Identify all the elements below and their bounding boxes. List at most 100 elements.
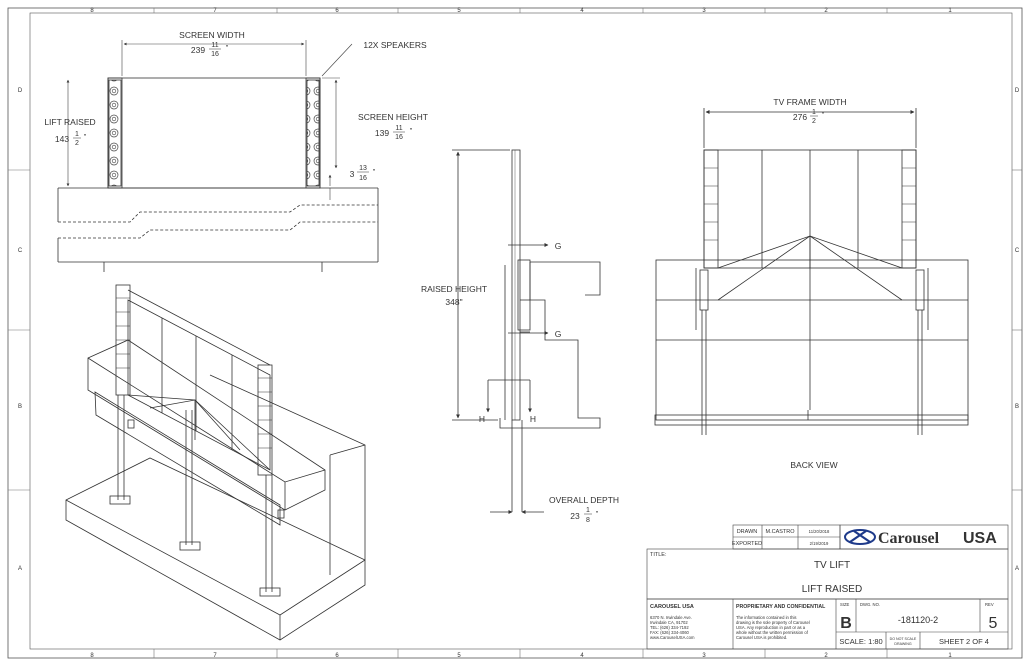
- zone-top-5: 4: [580, 8, 584, 14]
- donot-scale-line1: DO NOT SCALE: [890, 637, 917, 641]
- offset-unit: ": [373, 169, 376, 176]
- lift-raised-num: 1: [75, 131, 79, 138]
- rev-label: REV: [985, 602, 994, 607]
- overall-depth-unit: ": [596, 511, 599, 518]
- exported-label: EXPORTED: [732, 541, 762, 547]
- offset-whole: 3: [350, 169, 355, 179]
- company-address2: Irwindale CA, 91702: [650, 620, 688, 625]
- screen-width-unit: ": [226, 45, 229, 52]
- zone-bottom-2: 7: [213, 653, 217, 659]
- speakers-label: 12X SPEAKERS: [363, 40, 427, 50]
- zone-bottom-7: 2: [824, 653, 828, 659]
- zone-top-4: 5: [457, 8, 461, 14]
- proprietary-line3: USA. Any reproduction in part or as a: [736, 625, 806, 630]
- company-address1: 6370 N. Irwindale Ave.: [650, 615, 692, 620]
- screen-width-den: 16: [211, 51, 219, 58]
- screen-width-num: 11: [211, 42, 218, 49]
- scale-text: SCALE: 1:80: [839, 637, 882, 646]
- zone-top-1: 8: [90, 8, 94, 14]
- frame-width-den: 2: [812, 118, 816, 125]
- overall-depth-den: 8: [586, 517, 590, 524]
- isometric-view: [65, 284, 366, 641]
- sheet-border: [7, 7, 1023, 659]
- screen-height-unit: ": [410, 128, 413, 135]
- screen-height-den: 16: [395, 134, 403, 141]
- rev-value: 5: [989, 615, 998, 632]
- lift-raised-unit: ": [84, 134, 87, 141]
- logo-brand: Carousel: [878, 530, 940, 547]
- lift-raised-whole: 143: [55, 134, 69, 144]
- back-view-caption: BACK VIEW: [790, 460, 837, 470]
- title-line1: TV LIFT: [814, 560, 850, 571]
- title-label: TITLE:: [650, 552, 667, 558]
- drawn-label: DRAWN: [737, 529, 758, 535]
- overall-depth-num: 1: [586, 507, 590, 514]
- zone-left-4: A: [18, 566, 22, 572]
- zone-bottom-3: 6: [335, 653, 339, 659]
- proprietary-line2: drawing is the sole property of Carousel: [736, 620, 810, 625]
- zone-top-2: 7: [213, 8, 217, 14]
- section-h-left: H: [479, 414, 485, 424]
- dwg-label: DWG. NO.: [860, 602, 880, 607]
- screen-height-whole: 139: [375, 128, 389, 138]
- zone-bottom-6: 3: [702, 653, 706, 659]
- title-line2: LIFT RAISED: [802, 584, 862, 595]
- logo-suffix: USA: [963, 530, 997, 547]
- section-h-right: H: [530, 414, 536, 424]
- zone-top-6: 3: [702, 8, 706, 14]
- company-tel: TEL: (626) 334-7192: [650, 625, 689, 630]
- lift-raised-label: LIFT RAISED: [44, 117, 95, 127]
- raised-height-value: 348": [445, 297, 462, 307]
- title-block: DRAWN M.CASTRO 11/20/2018 EXPORTED 2/19/…: [646, 524, 1009, 650]
- zone-dividers: [8, 8, 1022, 658]
- overall-depth-whole: 23: [570, 511, 580, 521]
- section-g-bottom: G: [555, 329, 562, 339]
- dwg-value: -181120-2: [898, 615, 938, 625]
- carousel-logo-icon: [844, 529, 876, 545]
- screen-width-whole: 239: [191, 45, 205, 55]
- proprietary-line5: Carousel USA is prohibited.: [736, 635, 787, 640]
- company-fax: FAX: (626) 334-4060: [650, 630, 690, 635]
- screen-height-label: SCREEN HEIGHT: [358, 112, 428, 122]
- offset-den: 16: [359, 175, 367, 182]
- side-view: [452, 149, 601, 514]
- zone-top-7: 2: [824, 8, 828, 14]
- front-view: SCREEN WIDTH 239 11 16 " 12X SPEAKERS LI…: [44, 30, 428, 272]
- section-g-top: G: [555, 241, 562, 251]
- proprietary-label: PROPRIETARY AND CONFIDENTIAL: [736, 604, 826, 610]
- zone-right-4: A: [1015, 566, 1019, 572]
- frame-width-num: 1: [812, 109, 816, 116]
- zone-left-1: D: [18, 88, 23, 94]
- raised-height-label: RAISED HEIGHT: [421, 284, 487, 294]
- frame-width-label: TV FRAME WIDTH: [773, 97, 846, 107]
- company-name: CAROUSEL USA: [650, 604, 694, 610]
- exported-date: 2/19/2019: [810, 541, 829, 546]
- zone-bottom-4: 5: [457, 653, 461, 659]
- lift-raised-den: 2: [75, 140, 79, 147]
- proprietary-line1: The information contained in this: [736, 615, 797, 620]
- size-value: B: [840, 615, 852, 632]
- overall-depth-label: OVERALL DEPTH: [549, 495, 619, 505]
- zone-right-3: B: [1015, 404, 1019, 410]
- zone-right-1: D: [1015, 88, 1020, 94]
- zone-top-8: 1: [948, 8, 952, 14]
- frame-width-whole: 276: [793, 112, 807, 122]
- screen-width-label: SCREEN WIDTH: [179, 30, 245, 40]
- zone-right-2: C: [1015, 248, 1020, 254]
- donot-scale-line2: DRAWING: [894, 642, 911, 646]
- frame-width-unit: ": [822, 112, 825, 119]
- zone-left-3: B: [18, 404, 22, 410]
- zone-bottom-8: 1: [948, 653, 952, 659]
- sheet-text: SHEET 2 OF 4: [939, 637, 989, 646]
- screen-height-num: 11: [395, 125, 402, 132]
- offset-num: 13: [359, 165, 367, 172]
- company-web: www.CarouselUSA.com: [650, 635, 695, 640]
- size-label: SIZE: [840, 602, 850, 607]
- zone-top-3: 6: [335, 8, 339, 14]
- back-view: [654, 108, 969, 435]
- zone-bottom-1: 8: [90, 653, 94, 659]
- zone-left-2: C: [18, 248, 23, 254]
- proprietary-line4: whole without the written permission of: [736, 630, 809, 635]
- drawn-by: M.CASTRO: [765, 529, 795, 535]
